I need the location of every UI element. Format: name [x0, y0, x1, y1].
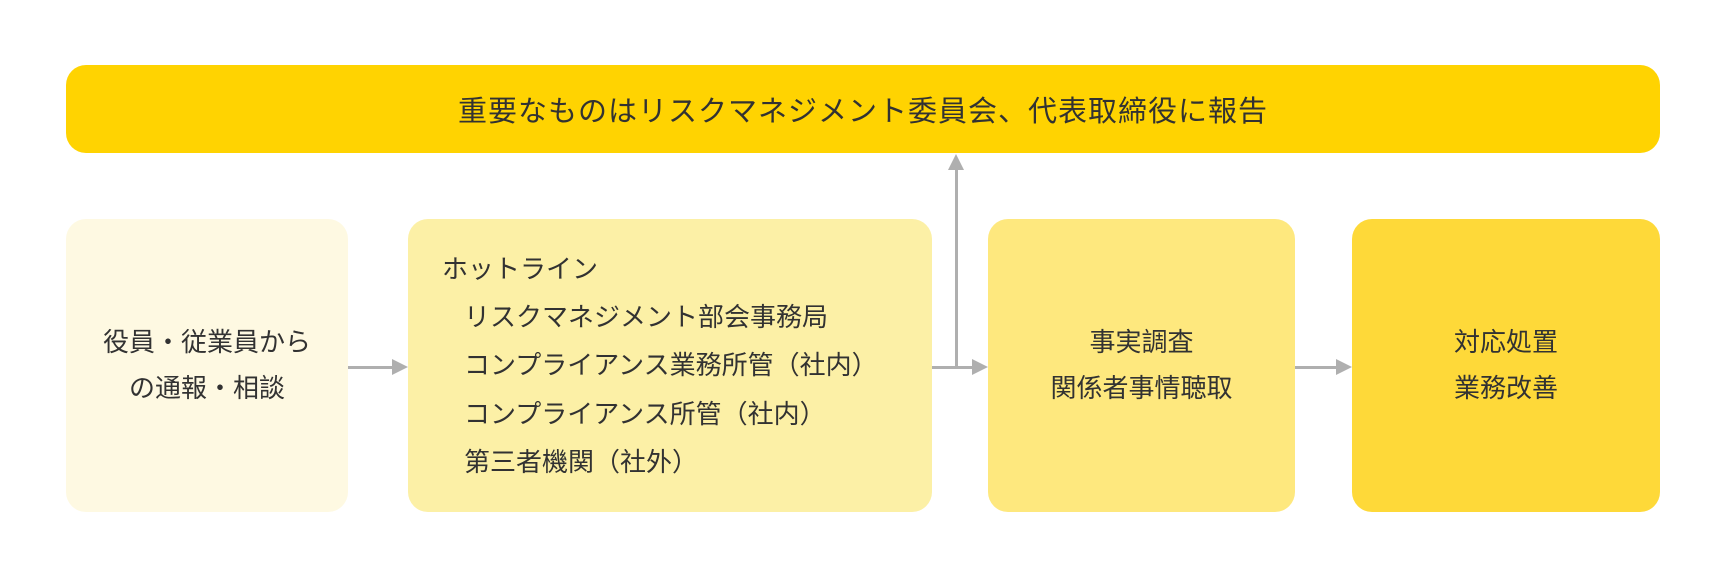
- step-investigation-box: 事実調査 関係者事情聴取: [988, 219, 1295, 512]
- hotline-item: コンプライアンス業務所管（社内）: [464, 350, 878, 381]
- arrow-right-head-icon: [1336, 359, 1352, 375]
- arrow-up-head-icon: [948, 154, 964, 170]
- arrow-right-head-icon: [392, 359, 408, 375]
- step-investigation-line1: 事実調査: [1089, 327, 1194, 357]
- step-report-consultation-line2: の通報・相談: [128, 372, 285, 403]
- report-banner: 重要なものはリスクマネジメント委員会、代表取締役に報告: [66, 65, 1660, 153]
- arrow-right-icon: [348, 366, 393, 369]
- step-hotline-box: ホットライン リスクマネジメント部会事務局 コンプライアンス業務所管（社内） コ…: [408, 219, 932, 512]
- hotline-item: 第三者機関（社外）: [464, 446, 699, 477]
- hotline-item: リスクマネジメント部会事務局: [464, 302, 829, 333]
- step-response-line2: 業務改善: [1453, 372, 1558, 403]
- hotline-title: ホットライン: [442, 254, 599, 285]
- report-banner-text: 重要なものはリスクマネジメント委員会、代表取締役に報告: [457, 96, 1268, 128]
- arrow-right-head-icon: [972, 359, 988, 375]
- step-response-line1: 対応処置: [1453, 327, 1558, 357]
- step-report-consultation-box: 役員・従業員から の通報・相談: [66, 219, 348, 512]
- arrow-right-icon: [932, 366, 973, 369]
- arrow-right-icon: [1295, 366, 1336, 369]
- hotline-item: コンプライアンス所管（社内）: [464, 398, 826, 429]
- step-report-consultation-line1: 役員・従業員から: [102, 327, 311, 357]
- step-response-box: 対応処置 業務改善: [1352, 219, 1660, 512]
- arrow-up-icon: [955, 170, 958, 369]
- step-investigation-line2: 関係者事情聴取: [1050, 372, 1233, 403]
